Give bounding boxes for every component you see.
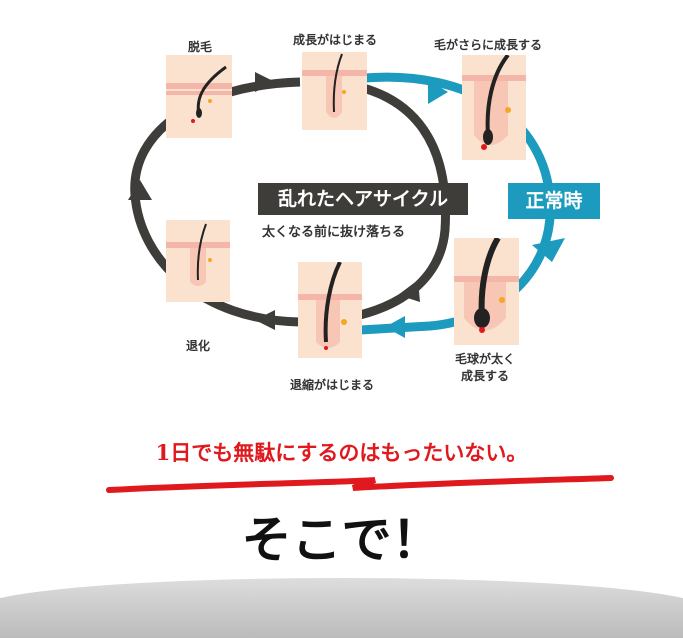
- label-line: 成長する: [460, 369, 510, 383]
- hair-illustration-degeneration: [166, 220, 230, 302]
- message-text: 1日でも無駄にするのはもったいない。: [155, 440, 528, 465]
- disordered-cycle-title: 乱れたヘアサイクル: [258, 183, 468, 215]
- arrow-head-icon: [398, 280, 420, 302]
- normal-cycle-badge: 正常時: [508, 183, 600, 219]
- hair-illustration-regression-start: [298, 262, 362, 358]
- bottom-curve-divider: [0, 578, 683, 638]
- arrow-head-icon: [255, 72, 275, 92]
- disordered-cycle-subtitle: 太くなる前に抜け落ちる: [262, 225, 406, 240]
- hair-illustration-bulb-thick: [454, 238, 519, 345]
- arrow-head-icon: [532, 238, 565, 262]
- hair-illustration-growth-start: [302, 52, 367, 130]
- arrow-head-icon: [385, 316, 405, 338]
- label-line: 毛球が太く: [454, 352, 516, 366]
- stage-label-bulb-thick: 毛球が太く成長する: [455, 351, 515, 385]
- arrow-head-icon: [428, 80, 448, 104]
- stage-label-growth-more: 毛がさらに成長する: [433, 38, 543, 52]
- stage-label-degeneration: 退化: [185, 339, 211, 353]
- stage-label-growth-start: 成長がはじまる: [292, 33, 378, 47]
- hair-illustration-dappatsu: [166, 55, 232, 138]
- arrow-head-icon: [128, 180, 152, 200]
- hair-illustration-growth-more: [462, 55, 526, 160]
- red-brush-underline: [106, 475, 614, 493]
- headline: そこで！: [241, 510, 442, 569]
- stage-label-regression-start: 退縮がはじまる: [289, 378, 375, 392]
- arrow-head-icon: [255, 310, 275, 330]
- stage-label-dappatsu: 脱毛: [187, 40, 213, 54]
